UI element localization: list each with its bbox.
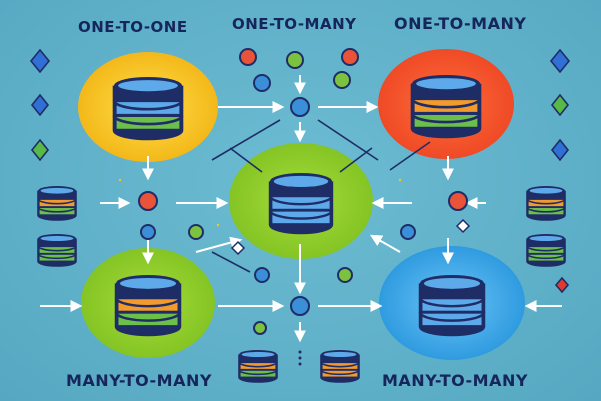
database-icon xyxy=(526,234,566,267)
side-diamonds xyxy=(29,48,571,294)
node-green xyxy=(337,267,353,283)
database-icon xyxy=(526,186,566,221)
node-blue xyxy=(290,296,310,316)
node-blue xyxy=(140,224,156,240)
dot-accents xyxy=(118,178,402,366)
database-icon xyxy=(238,350,278,383)
node-blue xyxy=(400,224,416,240)
relationship-nodes xyxy=(138,48,468,335)
diamond-blue xyxy=(29,48,51,74)
node-blue xyxy=(253,74,271,92)
diamond-red xyxy=(554,276,570,294)
node-green xyxy=(253,321,267,335)
diamond-blue xyxy=(550,138,570,162)
label-many-to-many-right: MANY-TO-MANY xyxy=(382,371,528,390)
node-green xyxy=(333,71,351,89)
node-blue xyxy=(290,97,310,117)
small-diamonds xyxy=(230,218,471,256)
diamond-green xyxy=(550,93,570,117)
node-red xyxy=(341,48,359,66)
database-icon xyxy=(268,173,334,235)
node-red xyxy=(138,191,158,211)
database-icon xyxy=(112,77,184,141)
label-one-to-many-center: ONE-TO-MANY xyxy=(232,15,357,33)
diamond-blue xyxy=(30,93,50,117)
database-icon xyxy=(114,275,182,337)
database-icon xyxy=(37,186,77,221)
database-icon xyxy=(37,234,77,267)
connector-arrows xyxy=(40,75,562,343)
diagonal-lines xyxy=(211,119,431,273)
node-green xyxy=(188,224,204,240)
database-icon xyxy=(418,275,486,337)
database-icons xyxy=(37,75,566,383)
label-one-to-many-right: ONE-TO-MANY xyxy=(394,14,527,33)
diamond-green xyxy=(30,138,50,162)
diamond-blue xyxy=(549,48,571,74)
database-icon xyxy=(410,75,482,139)
label-one-to-one: ONE-TO-ONE xyxy=(78,18,188,36)
node-green xyxy=(286,51,304,69)
label-many-to-many-left: MANY-TO-MANY xyxy=(66,371,212,390)
node-red xyxy=(448,191,468,211)
node-red xyxy=(239,48,257,66)
database-icon xyxy=(320,350,360,383)
node-blue xyxy=(254,267,270,283)
